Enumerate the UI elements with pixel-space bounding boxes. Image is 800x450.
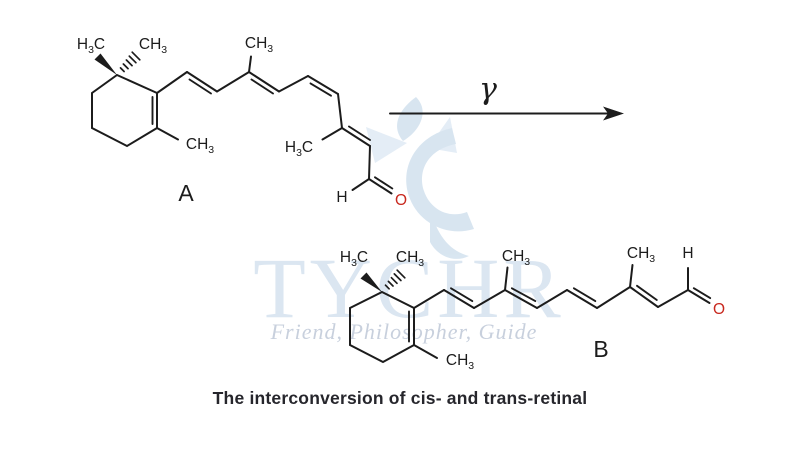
bond bbox=[248, 71, 280, 93]
double-bond-line bbox=[188, 78, 212, 95]
methyl-label: CH3 bbox=[396, 249, 424, 269]
structure-a-chain-bonds bbox=[156, 55, 394, 195]
bond bbox=[596, 286, 631, 309]
structure-b: H3C CH3 CH3 CH3 CH3 H O B bbox=[340, 245, 725, 372]
bond bbox=[278, 75, 309, 93]
bond bbox=[337, 93, 343, 129]
methyl-label: CH3 bbox=[245, 35, 273, 55]
hash-wedge-line bbox=[125, 59, 133, 67]
bond bbox=[156, 71, 188, 94]
structure-a-atom-labels: H3C CH3 CH3 CH3 H3C H O bbox=[77, 35, 407, 209]
bond bbox=[186, 71, 218, 93]
bond bbox=[629, 264, 634, 288]
bond bbox=[629, 286, 659, 308]
hash-wedge-line bbox=[396, 269, 406, 279]
carbonyl-double-bond-line bbox=[374, 176, 394, 190]
solid-wedge-bond bbox=[360, 272, 382, 292]
bond bbox=[657, 289, 689, 308]
structure-a-ring bbox=[91, 73, 158, 148]
carbonyl-double-bond-line bbox=[692, 287, 712, 300]
ring-bond bbox=[91, 73, 158, 148]
arrow-head bbox=[603, 106, 624, 121]
bond bbox=[216, 71, 250, 93]
bond bbox=[687, 289, 711, 304]
methyl-label: CH3 bbox=[186, 136, 214, 156]
methyl-label: H3C bbox=[77, 36, 105, 56]
methyl-label: CH3 bbox=[502, 248, 530, 268]
structure-b-atom-labels: H3C CH3 CH3 CH3 CH3 H O bbox=[340, 245, 725, 372]
bond bbox=[248, 55, 252, 73]
double-bond-line bbox=[572, 287, 597, 303]
methyl-label: CH3 bbox=[446, 352, 474, 372]
bond bbox=[504, 266, 509, 291]
double-bond-line bbox=[636, 284, 658, 301]
watermark-tagline-text: Friend, Philosopher, Guide bbox=[270, 319, 538, 344]
methyl-label: H3C bbox=[340, 249, 368, 269]
double-bond-line bbox=[348, 125, 371, 141]
hydrogen-label: H bbox=[682, 245, 693, 262]
emblem-accent-shape bbox=[428, 117, 457, 153]
bond bbox=[473, 289, 506, 309]
structure-b-wedges bbox=[360, 269, 406, 292]
structure-a: H3C CH3 CH3 CH3 H3C H O A bbox=[77, 35, 407, 209]
reaction-arrow: γ bbox=[389, 72, 624, 121]
double-bond-line bbox=[250, 78, 274, 95]
structure-a-label: A bbox=[178, 180, 194, 206]
methyl-label: CH3 bbox=[139, 36, 167, 56]
logo-emblem-watermark bbox=[366, 97, 474, 259]
hash-wedge-line bbox=[390, 276, 398, 285]
bond bbox=[413, 289, 445, 309]
methyl-label: CH3 bbox=[627, 245, 655, 265]
bond bbox=[351, 178, 370, 191]
structure-a-wedges bbox=[94, 51, 141, 75]
emblem-leaf-shape bbox=[397, 97, 423, 141]
hash-wedge-line bbox=[393, 273, 402, 282]
bond bbox=[368, 145, 371, 180]
diagram-caption: The interconversion of cis- and trans-re… bbox=[212, 388, 588, 408]
bond bbox=[443, 289, 475, 309]
bond bbox=[368, 178, 393, 195]
emblem-swirl-shape bbox=[406, 128, 474, 232]
structure-b-label: B bbox=[593, 336, 608, 362]
gamma-condition-label: γ bbox=[479, 72, 497, 107]
emblem-wing-shape bbox=[366, 127, 407, 163]
watermark-brand-text: TYCHR bbox=[253, 240, 564, 336]
double-bond-line bbox=[450, 287, 474, 303]
hash-wedge-line bbox=[387, 280, 394, 287]
hash-wedge-line bbox=[122, 63, 129, 70]
oxygen-label: O bbox=[713, 301, 725, 318]
bond bbox=[566, 289, 598, 309]
hash-wedge-line bbox=[119, 67, 125, 73]
oxygen-label: O bbox=[395, 192, 407, 209]
bond bbox=[504, 289, 538, 309]
bond bbox=[341, 127, 371, 147]
hash-wedge-line bbox=[384, 284, 390, 290]
double-bond-line bbox=[510, 287, 537, 303]
cis-double-bond-line bbox=[309, 82, 332, 97]
hash-wedge-line bbox=[131, 51, 141, 61]
bond bbox=[536, 289, 568, 309]
bond bbox=[413, 344, 438, 359]
bond bbox=[321, 127, 343, 141]
bond bbox=[307, 75, 339, 95]
solid-wedge-bond bbox=[94, 53, 117, 75]
emblem-tail-shape bbox=[430, 208, 469, 259]
bond bbox=[156, 127, 179, 141]
hash-wedge-line bbox=[128, 55, 137, 64]
hydrogen-label: H bbox=[336, 189, 347, 206]
methyl-label: H3C bbox=[285, 139, 313, 159]
structure-b-chain-bonds bbox=[413, 264, 712, 359]
